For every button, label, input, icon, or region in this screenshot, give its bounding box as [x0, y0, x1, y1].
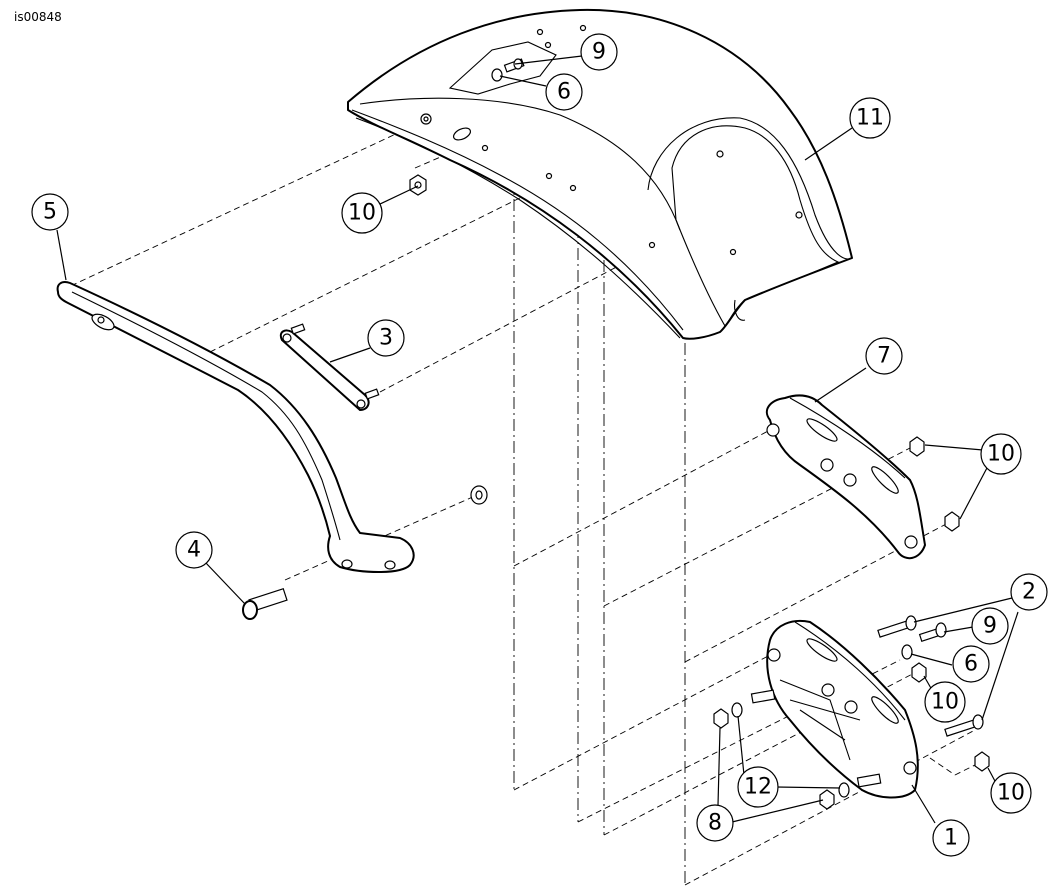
callout-5: 5	[31, 193, 69, 231]
svg-text:1: 1	[944, 826, 958, 851]
svg-text:11: 11	[856, 106, 884, 131]
svg-text:12: 12	[744, 775, 772, 800]
callout-4: 4	[175, 531, 213, 569]
figure-id: is00848	[14, 10, 62, 24]
washer-4	[470, 485, 488, 505]
alignment-lines	[513, 133, 686, 885]
svg-text:10: 10	[987, 442, 1015, 467]
callout-10-fender: 10	[341, 192, 383, 234]
svg-text:9: 9	[592, 40, 606, 65]
hardware-items	[409, 58, 990, 810]
small-bracket	[279, 323, 380, 411]
bolt-4	[242, 587, 288, 620]
svg-text:8: 8	[708, 811, 722, 836]
svg-text:10: 10	[997, 781, 1025, 806]
svg-text:7: 7	[877, 344, 891, 369]
callout-12: 12	[737, 766, 779, 808]
svg-text:4: 4	[187, 538, 201, 563]
svg-text:5: 5	[43, 200, 57, 225]
svg-text:6: 6	[557, 80, 571, 105]
svg-text:10: 10	[348, 201, 376, 226]
svg-text:2: 2	[1022, 580, 1036, 605]
svg-text:9: 9	[983, 614, 997, 639]
callout-10-bracket-1-upper: 10	[924, 681, 966, 723]
strut-bracket-7	[765, 394, 926, 560]
callout-1: 1	[932, 819, 970, 857]
callout-10-bracket-7: 10	[980, 433, 1022, 475]
callout-9-lower: 9	[971, 607, 1009, 645]
callout-6-lower: 6	[952, 645, 990, 683]
leader-lines	[56, 55, 1019, 824]
callout-9-upper: 9	[580, 33, 618, 71]
svg-text:10: 10	[931, 690, 959, 715]
rear-fender	[347, 8, 853, 340]
callout-7: 7	[865, 337, 903, 375]
callout-6-upper: 6	[545, 73, 583, 111]
callout-10-bracket-1-lower: 10	[990, 772, 1032, 814]
callout-2: 2	[1010, 573, 1048, 611]
svg-text:6: 6	[964, 652, 978, 677]
callout-3: 3	[367, 319, 405, 357]
callout-8: 8	[696, 804, 734, 842]
fender-support-bar	[56, 281, 415, 573]
svg-text:3: 3	[379, 326, 393, 351]
callout-11: 11	[849, 97, 891, 139]
strut-bracket-1	[750, 620, 919, 799]
